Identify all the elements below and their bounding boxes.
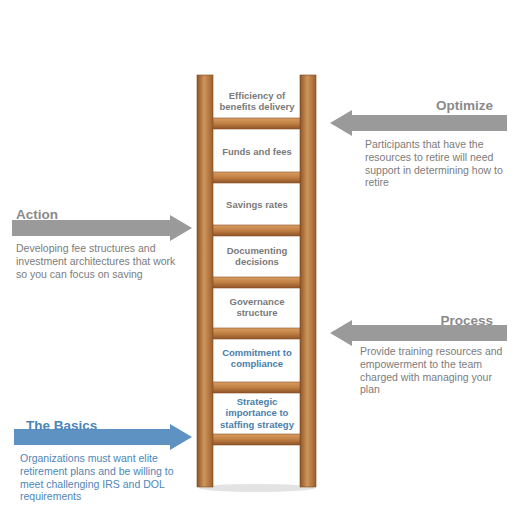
callout-heading: Optimize bbox=[436, 98, 493, 113]
rung-label: Strategic importance to staffing strateg… bbox=[211, 396, 303, 430]
ladder-rail bbox=[197, 75, 213, 487]
callout-arrow: ProcessProvide training resources and em… bbox=[325, 311, 510, 403]
ladder-rung bbox=[209, 225, 305, 236]
ladder-rung bbox=[209, 118, 305, 129]
ladder-shadow bbox=[199, 484, 315, 492]
callout-arrow: ActionDeveloping fee structures and inve… bbox=[10, 205, 195, 297]
callout-heading: The Basics bbox=[26, 418, 97, 433]
callout-body: Developing fee structures and investment… bbox=[16, 242, 176, 280]
callout-arrow: OptimizeParticipants that have the resou… bbox=[325, 98, 510, 190]
ladder-illustration bbox=[195, 75, 320, 495]
callout-heading: Process bbox=[440, 313, 493, 328]
callout-heading: Action bbox=[16, 207, 58, 222]
rung-label: Efficiency of benefits delivery bbox=[211, 90, 303, 113]
ladder-rung bbox=[209, 172, 305, 183]
ladder-rung bbox=[209, 328, 305, 339]
arrow-polygon bbox=[330, 110, 507, 136]
rung-label: Commitment to compliance bbox=[211, 347, 303, 370]
ladder-rung bbox=[209, 382, 305, 393]
ladder: Efficiency of benefits deliveryFunds and… bbox=[195, 75, 320, 495]
rung-label: Governance structure bbox=[211, 296, 303, 319]
callout-body: Organizations must want elite retirement… bbox=[20, 452, 195, 503]
callout-body: Provide training resources and empowerme… bbox=[360, 345, 505, 396]
ladder-rail bbox=[300, 75, 316, 487]
rung-label: Savings rates bbox=[211, 199, 303, 210]
ladder-rung bbox=[209, 277, 305, 288]
rung-label: Funds and fees bbox=[211, 146, 303, 157]
ladder-rung bbox=[209, 434, 305, 445]
callout-body: Participants that have the resources to … bbox=[365, 138, 505, 189]
callout-arrow: The BasicsOrganizations must want elite … bbox=[10, 415, 195, 527]
rung-label: Documenting decisions bbox=[211, 245, 303, 268]
